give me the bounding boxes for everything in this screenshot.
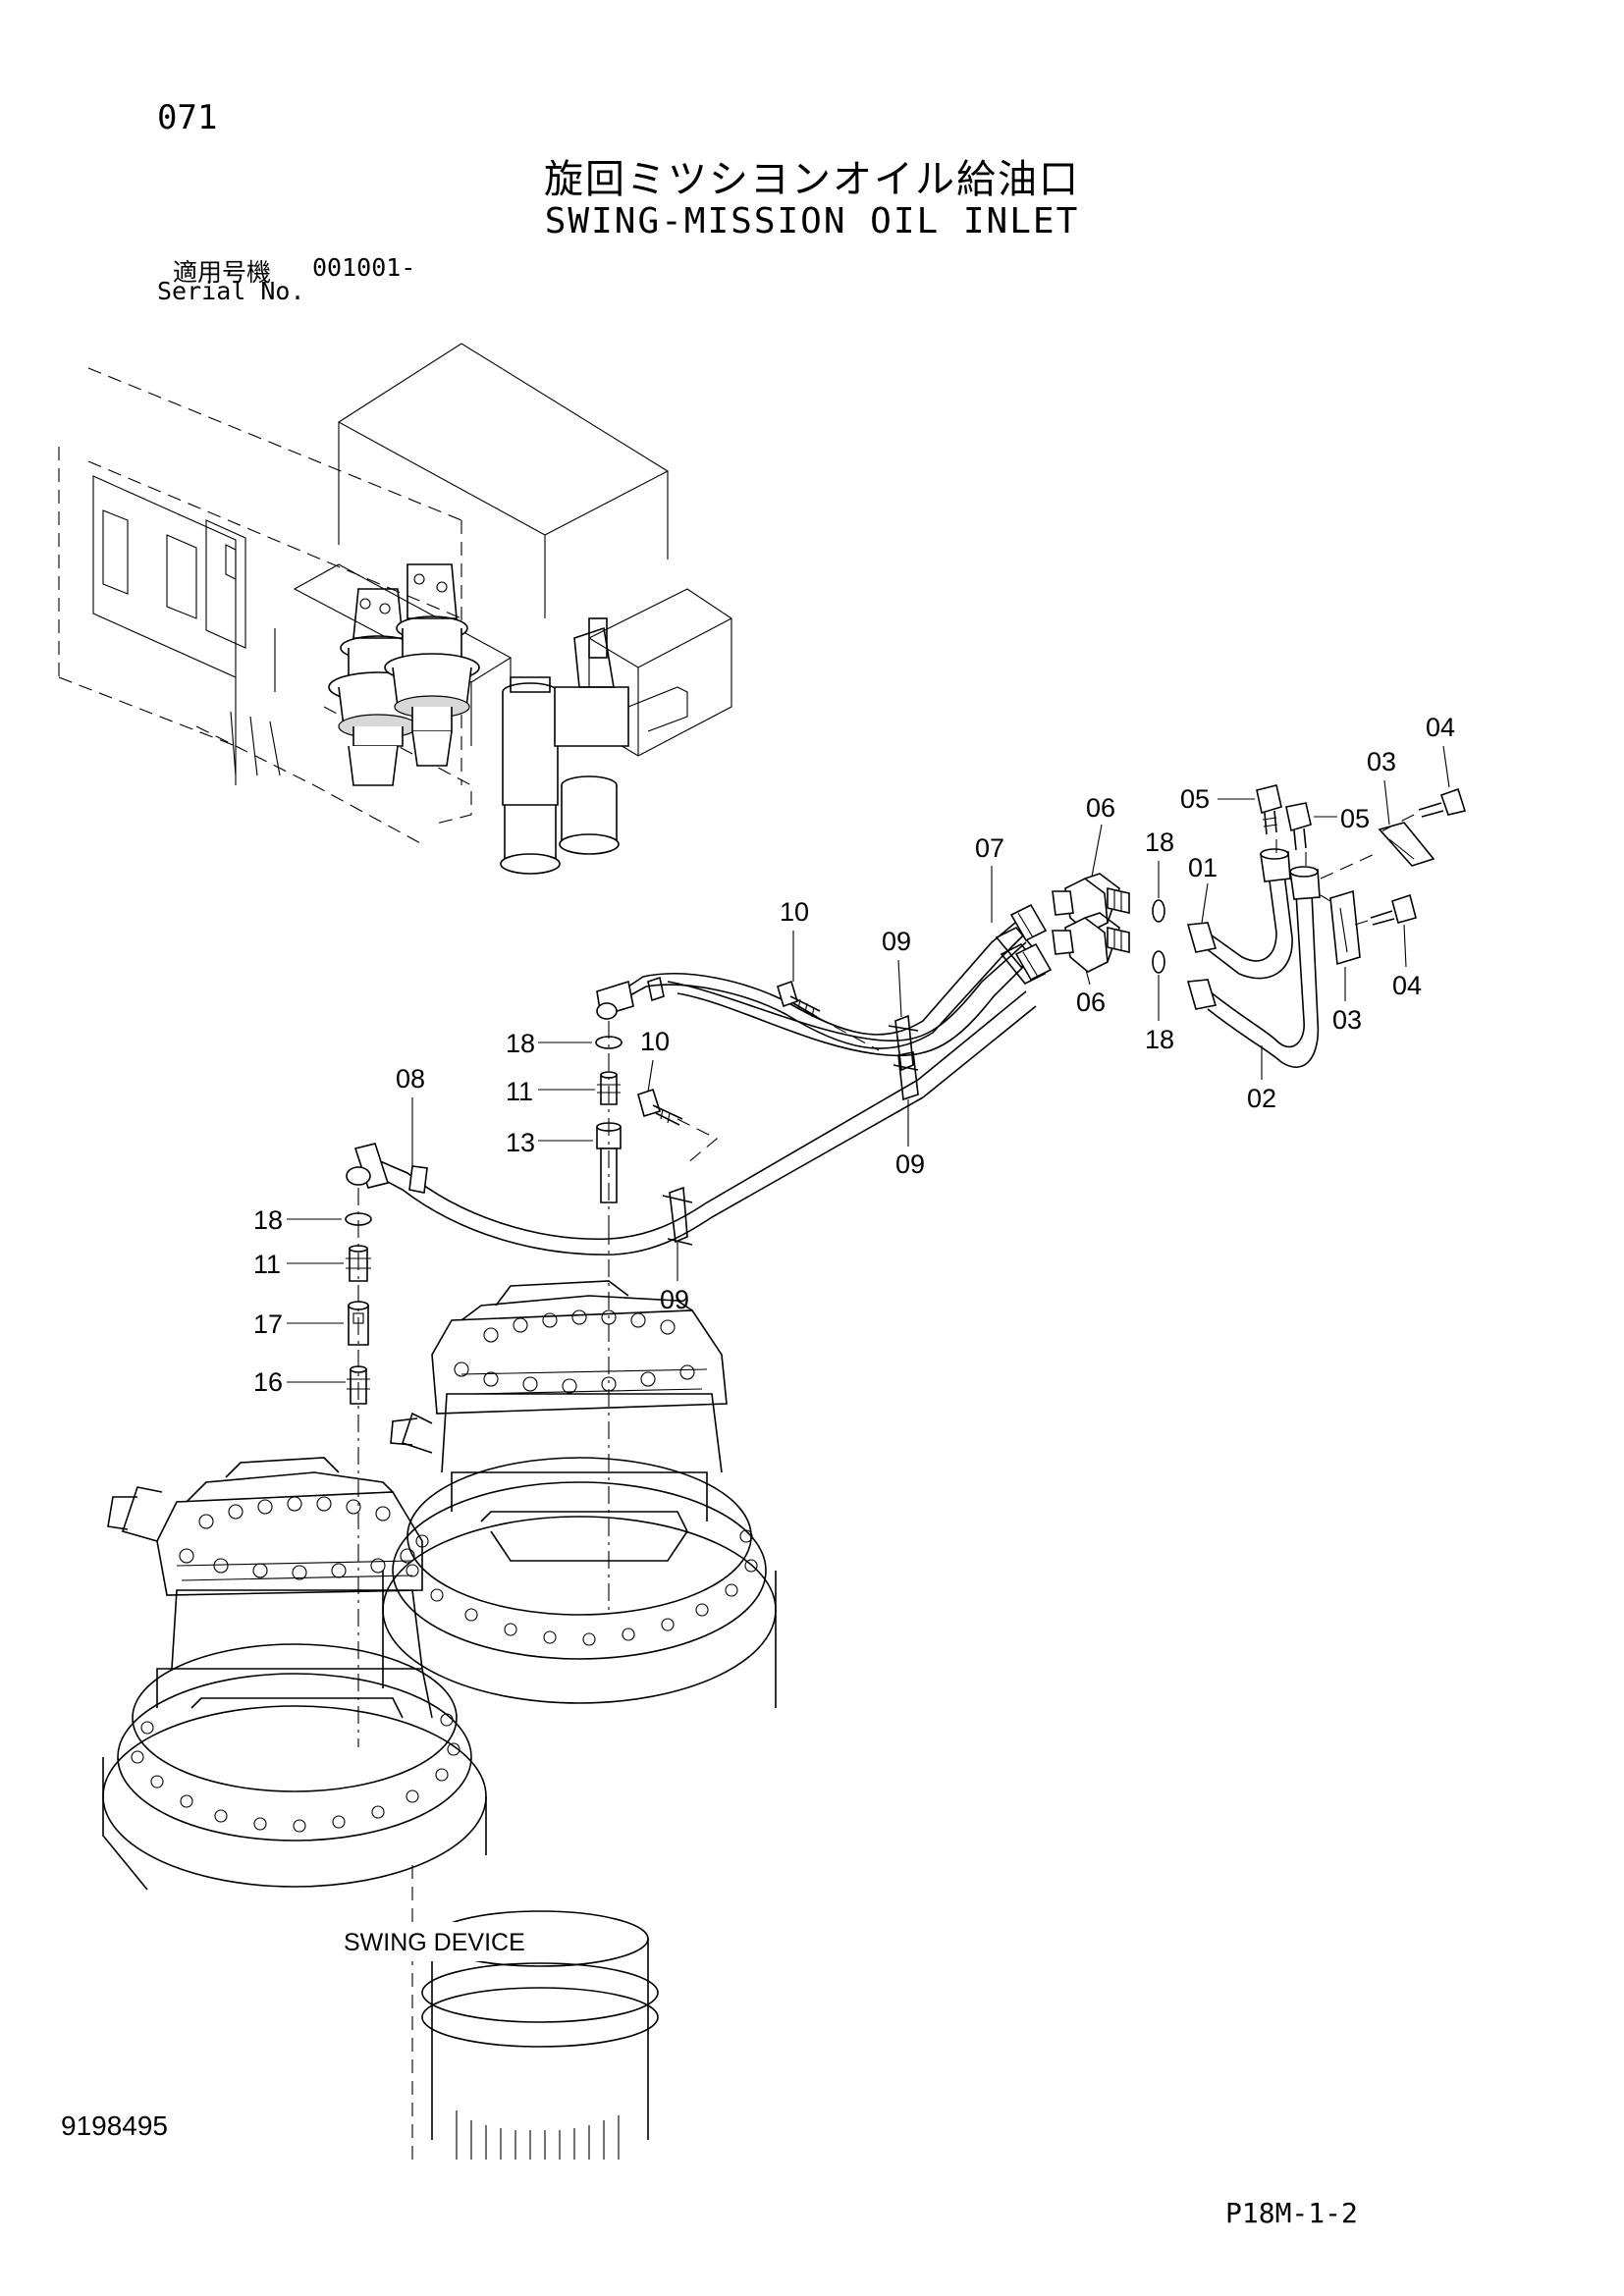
callout-01: 01 bbox=[1188, 853, 1218, 924]
svg-text:09: 09 bbox=[660, 1285, 689, 1314]
serial-number-range: 001001- bbox=[312, 253, 416, 282]
callout-10-lower: 10 bbox=[640, 1027, 670, 1093]
svg-text:03: 03 bbox=[1332, 1005, 1362, 1035]
page-code: P18M-1-2 bbox=[1225, 2197, 1358, 2229]
elbow-06-upper bbox=[1052, 873, 1130, 934]
svg-text:02: 02 bbox=[1247, 1084, 1276, 1113]
swing-device-column bbox=[411, 1865, 659, 2160]
callout-06-lower: 06 bbox=[1076, 969, 1106, 1017]
svg-text:05: 05 bbox=[1340, 804, 1370, 833]
motor-head-front-bolts bbox=[179, 1496, 415, 1580]
callout-09-upper: 09 bbox=[882, 927, 911, 1018]
callout-03-upper: 03 bbox=[1367, 747, 1396, 826]
page-title-english: SWING-MISSION OIL INLET bbox=[544, 201, 1080, 241]
oring-18-right-lower bbox=[1152, 950, 1165, 974]
callout-09-lower: 09 bbox=[660, 1242, 689, 1314]
callout-05-left: 05 bbox=[1180, 784, 1255, 814]
callout-04-upper: 04 bbox=[1426, 713, 1455, 788]
callout-18-right-upper: 18 bbox=[1145, 828, 1174, 898]
callout-08: 08 bbox=[396, 1064, 425, 1168]
callout-06-upper: 06 bbox=[1086, 793, 1115, 878]
svg-text:18: 18 bbox=[253, 1205, 283, 1235]
clamp-03-upper bbox=[1378, 822, 1435, 867]
svg-text:06: 06 bbox=[1086, 793, 1115, 823]
callout-05-right: 05 bbox=[1314, 804, 1370, 833]
oring-18-right-upper bbox=[1152, 899, 1165, 923]
pipe-02-bent bbox=[1186, 866, 1321, 1068]
elbow-06-lower bbox=[1052, 912, 1130, 973]
callout-07: 07 bbox=[975, 833, 1004, 923]
machine-context-drawing bbox=[58, 343, 732, 875]
svg-text:04: 04 bbox=[1426, 713, 1455, 742]
pipe-08-hose bbox=[346, 927, 1047, 1255]
pipe-01-bent bbox=[1186, 848, 1293, 980]
clamp-09-upper bbox=[888, 1014, 919, 1072]
clamp-09-middle bbox=[897, 1051, 919, 1101]
swing-device-caption: SWING DEVICE bbox=[334, 1922, 546, 1961]
callout-11-lower: 11 bbox=[253, 1250, 344, 1279]
svg-text:07: 07 bbox=[975, 833, 1004, 863]
callout-09-middle: 09 bbox=[895, 1099, 925, 1179]
callout-13: 13 bbox=[506, 1128, 593, 1157]
svg-text:08: 08 bbox=[396, 1064, 425, 1094]
svg-text:18: 18 bbox=[506, 1029, 535, 1058]
clamp-09-lower bbox=[662, 1186, 693, 1246]
svg-text:09: 09 bbox=[882, 927, 911, 956]
callout-17: 17 bbox=[253, 1309, 344, 1339]
bolt-ring-front bbox=[131, 1713, 460, 1833]
pipe-end-fittings bbox=[1009, 903, 1053, 982]
callout-18-lower-left: 18 bbox=[253, 1205, 342, 1235]
motor-head-rear-bolts bbox=[454, 1309, 695, 1394]
swing-device-front bbox=[102, 1457, 487, 1891]
callout-16: 16 bbox=[253, 1367, 346, 1397]
document-number: 9198495 bbox=[61, 2110, 169, 2141]
svg-text:SWING DEVICE: SWING DEVICE bbox=[344, 1929, 525, 1956]
callout-04-lower: 04 bbox=[1392, 924, 1422, 1000]
page-title-japanese: 旋回ミツシヨンオイル給油口 bbox=[544, 157, 1080, 202]
svg-text:04: 04 bbox=[1392, 971, 1422, 1000]
bolt-10-lower bbox=[637, 1088, 683, 1126]
svg-text:01: 01 bbox=[1188, 853, 1218, 882]
svg-text:11: 11 bbox=[253, 1250, 281, 1279]
svg-text:05: 05 bbox=[1180, 784, 1210, 814]
bolt-05-left bbox=[1256, 784, 1282, 835]
callout-10-upper: 10 bbox=[780, 897, 809, 982]
bolt-10-upper bbox=[777, 980, 821, 1018]
serial-label-japanese: 適用号機 bbox=[173, 258, 272, 287]
callout-18-upper-left: 18 bbox=[506, 1029, 592, 1058]
svg-text:18: 18 bbox=[1145, 1025, 1174, 1054]
callout-02: 02 bbox=[1247, 1045, 1276, 1113]
svg-text:06: 06 bbox=[1076, 988, 1106, 1017]
svg-text:03: 03 bbox=[1367, 747, 1396, 776]
bolt-05-right bbox=[1285, 802, 1312, 851]
svg-text:10: 10 bbox=[640, 1027, 670, 1056]
svg-text:13: 13 bbox=[506, 1128, 535, 1157]
svg-text:17: 17 bbox=[253, 1309, 283, 1339]
page-number: 071 bbox=[157, 98, 218, 137]
callout-18-right-lower: 18 bbox=[1145, 975, 1174, 1054]
callout-11-upper: 11 bbox=[506, 1077, 595, 1106]
serial-label-english: Serial No. bbox=[157, 277, 305, 305]
svg-text:09: 09 bbox=[895, 1149, 925, 1179]
svg-text:18: 18 bbox=[1145, 828, 1174, 857]
callout-03-lower: 03 bbox=[1332, 967, 1362, 1035]
bolt-ring-rear bbox=[406, 1529, 758, 1646]
svg-text:16: 16 bbox=[253, 1367, 283, 1397]
pipe-07-hose bbox=[596, 917, 1037, 1057]
clamp-03-lower bbox=[1329, 889, 1361, 966]
swing-device-rear bbox=[382, 1280, 777, 1708]
svg-text:11: 11 bbox=[506, 1077, 533, 1106]
bolt-04-upper bbox=[1418, 787, 1467, 818]
bolt-04-lower bbox=[1370, 893, 1417, 926]
svg-text:10: 10 bbox=[780, 897, 809, 927]
